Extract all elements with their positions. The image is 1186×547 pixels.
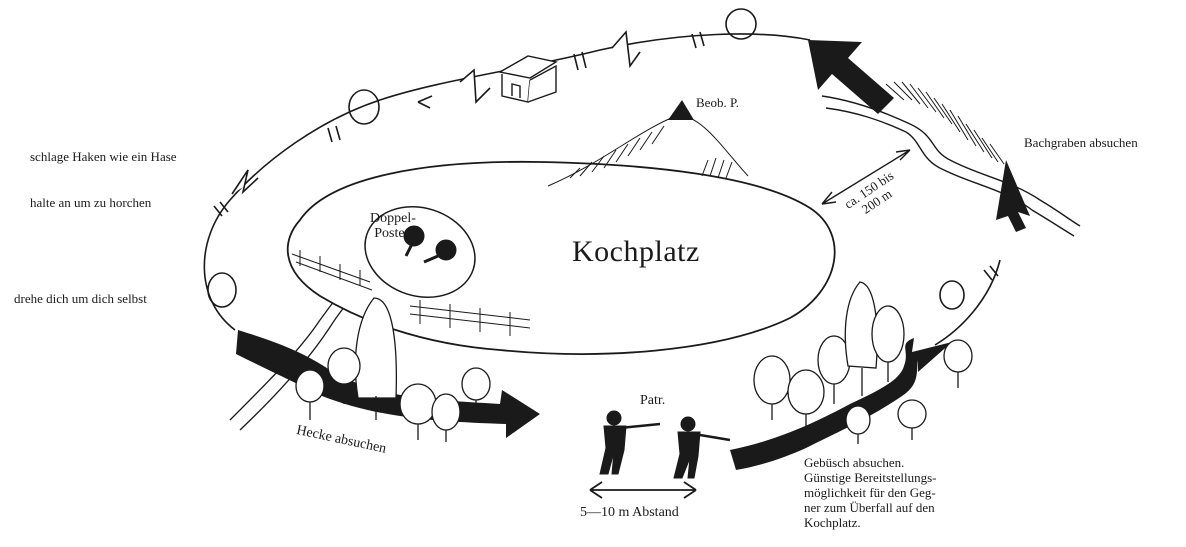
big-arrow-bushes [730,338,952,470]
bushes-label: Gebüsch absuchen. Günstige Bereitstellun… [804,455,937,530]
stream-label: Bachgraben absuchen [1024,135,1138,150]
patrol-route [203,33,1001,346]
distance-arrow [821,149,911,205]
stop-mark [327,125,341,143]
sentry-icon [403,225,425,247]
tree [295,369,325,403]
posts-label: Doppel- Posten [370,211,416,241]
route-zigzag [231,169,259,195]
big-arrows [236,40,1030,470]
fence [291,250,531,336]
tree [845,405,871,435]
hook-label: schlage Haken wie ein Hase [30,149,177,164]
observation-post-icon [668,100,694,120]
stream-hatching [885,81,1005,165]
sentry-icons [403,225,457,264]
route-loop [348,89,380,125]
hut-icon [498,55,558,103]
tree [327,347,361,385]
route-loop [725,8,757,40]
stop-mark [983,265,999,281]
soldier-icon [673,416,731,479]
tree [897,399,927,429]
tree [787,369,825,415]
route-zigzag [459,68,491,104]
turn-label: drehe dich um dich selbst [14,291,147,306]
tree [431,393,461,431]
route-loop [939,280,965,310]
tree [871,305,905,363]
stop-mark [573,51,587,71]
double-post-area [364,205,476,299]
sentry-icon [423,254,439,264]
route-zigzag [611,30,641,69]
big-arrow-right [996,160,1030,232]
route-small-arrow [417,95,433,109]
tree [399,383,437,425]
big-arrow-hedge [236,330,540,438]
spacing-arrow [589,481,697,499]
patrol-label: Patr. [640,393,666,408]
observation-label: Beob. P. [696,95,739,110]
soldier-icon [599,410,661,475]
tree [753,355,791,405]
patrol-soldiers [599,410,731,479]
route-zigzags [231,30,641,195]
big-arrow-top [808,40,894,114]
sentry-icon [404,243,414,257]
route-stop-marks [213,31,999,281]
camp-label: Kochplatz [572,235,700,268]
tree [461,367,491,401]
spacing-label: 5—10 m Abstand [580,505,679,520]
stop-label: halte an um zu horchen [30,195,152,210]
trees [295,281,973,444]
stop-mark [213,201,229,217]
stop-mark [691,31,705,49]
tree [943,339,973,373]
route-loops [207,8,965,310]
route-loop [207,272,237,308]
sentry-icon [435,239,457,261]
